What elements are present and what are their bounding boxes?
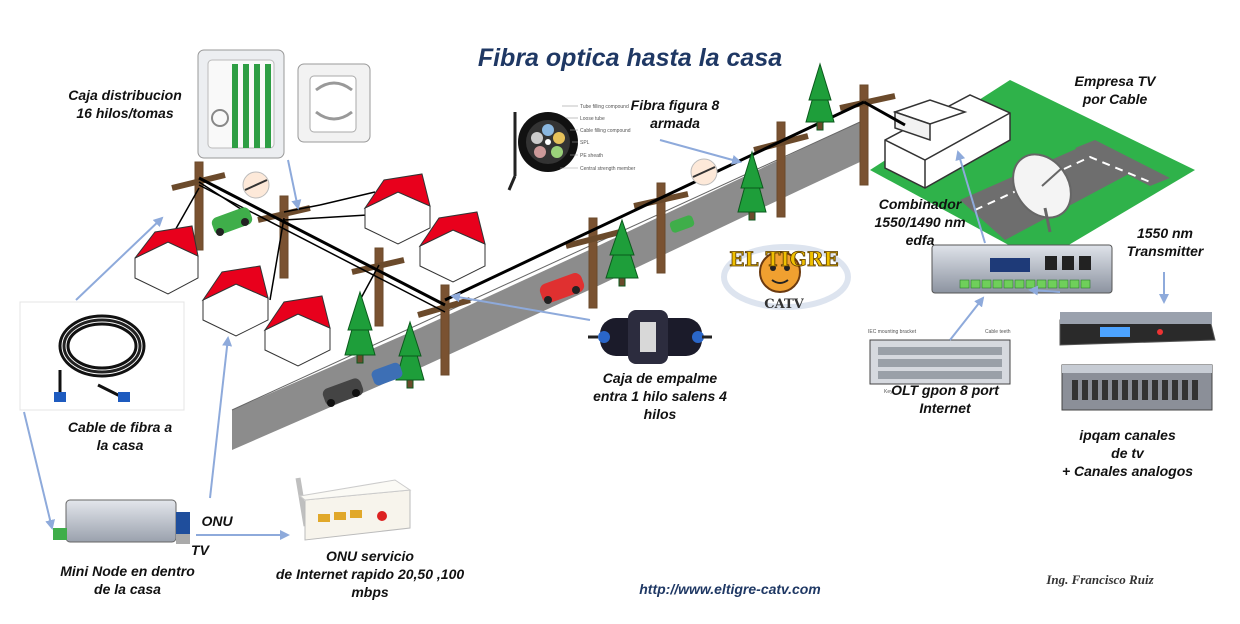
olt-label-mounting: IEC mounting bracket (868, 329, 917, 335)
satellite-dish-icon (1012, 153, 1072, 233)
houses (134, 173, 486, 367)
label-onu: ONU (201, 513, 233, 529)
website-link[interactable]: http://www.eltigre-catv.com (639, 581, 821, 597)
fiber-cables (164, 100, 906, 313)
car-icon (211, 207, 253, 236)
olt-device-labels: IEC mounting bracket Cable teeth Key (868, 329, 1011, 395)
tree-icon (395, 320, 425, 389)
car-icon (669, 215, 695, 233)
logo-top-text: EL TIGRE (729, 247, 838, 271)
mini-node-image (53, 499, 190, 544)
car-icon (322, 378, 364, 407)
splice-closure-image (588, 310, 712, 364)
olt-device-image (869, 339, 1011, 385)
fiber-joint-icons (242, 158, 718, 199)
cable-label-strength-member: Central strength member (580, 166, 636, 172)
author-signature: Ing. Francisco Ruiz (1046, 572, 1154, 587)
house-icon (418, 211, 486, 283)
logo-bottom-text: CATV (764, 297, 804, 312)
car-icon (539, 273, 585, 304)
house-icon (201, 265, 269, 337)
page-title: Fibra optica hasta la casa (477, 44, 783, 72)
label-tv: TV (191, 542, 209, 558)
cable-label-tube-filling: Tube filling compound (580, 104, 629, 110)
house-icon (363, 173, 431, 245)
cable-cross-section-labels: Tube filling compound Loose tube Cable f… (580, 104, 636, 172)
cable-label-spl: SPL (580, 140, 590, 146)
fiber-patch-cable-image (19, 301, 185, 411)
distribution-box-image (197, 49, 371, 159)
transmitter-device-image (1059, 312, 1216, 346)
combinador-device-image (931, 244, 1113, 294)
ipqam-device-image (1061, 364, 1213, 411)
onu-router-image (295, 477, 412, 541)
tree-icon (805, 62, 835, 131)
olt-label-key: Key (884, 389, 893, 395)
cable-cross-section-image (507, 105, 578, 191)
tree-icon (344, 290, 376, 364)
car-icon (371, 362, 403, 386)
cable-label-pe-sheath: PE sheath (580, 153, 603, 159)
house-icon (263, 295, 331, 367)
cable-label-loose-tube: Loose tube (580, 116, 605, 122)
tree-icon (737, 150, 767, 221)
el-tigre-logo: EL TIGRE CATV (721, 244, 851, 312)
house-icon (134, 225, 199, 295)
cable-company-building (884, 94, 1011, 189)
olt-label-cable-teeth: Cable teeth (985, 329, 1011, 335)
flow-arrows (23, 139, 1169, 540)
cable-label-cable-filling: Cable filling compound (580, 128, 631, 134)
cars (211, 207, 695, 407)
trees (344, 62, 835, 389)
tree-icon (605, 218, 639, 287)
